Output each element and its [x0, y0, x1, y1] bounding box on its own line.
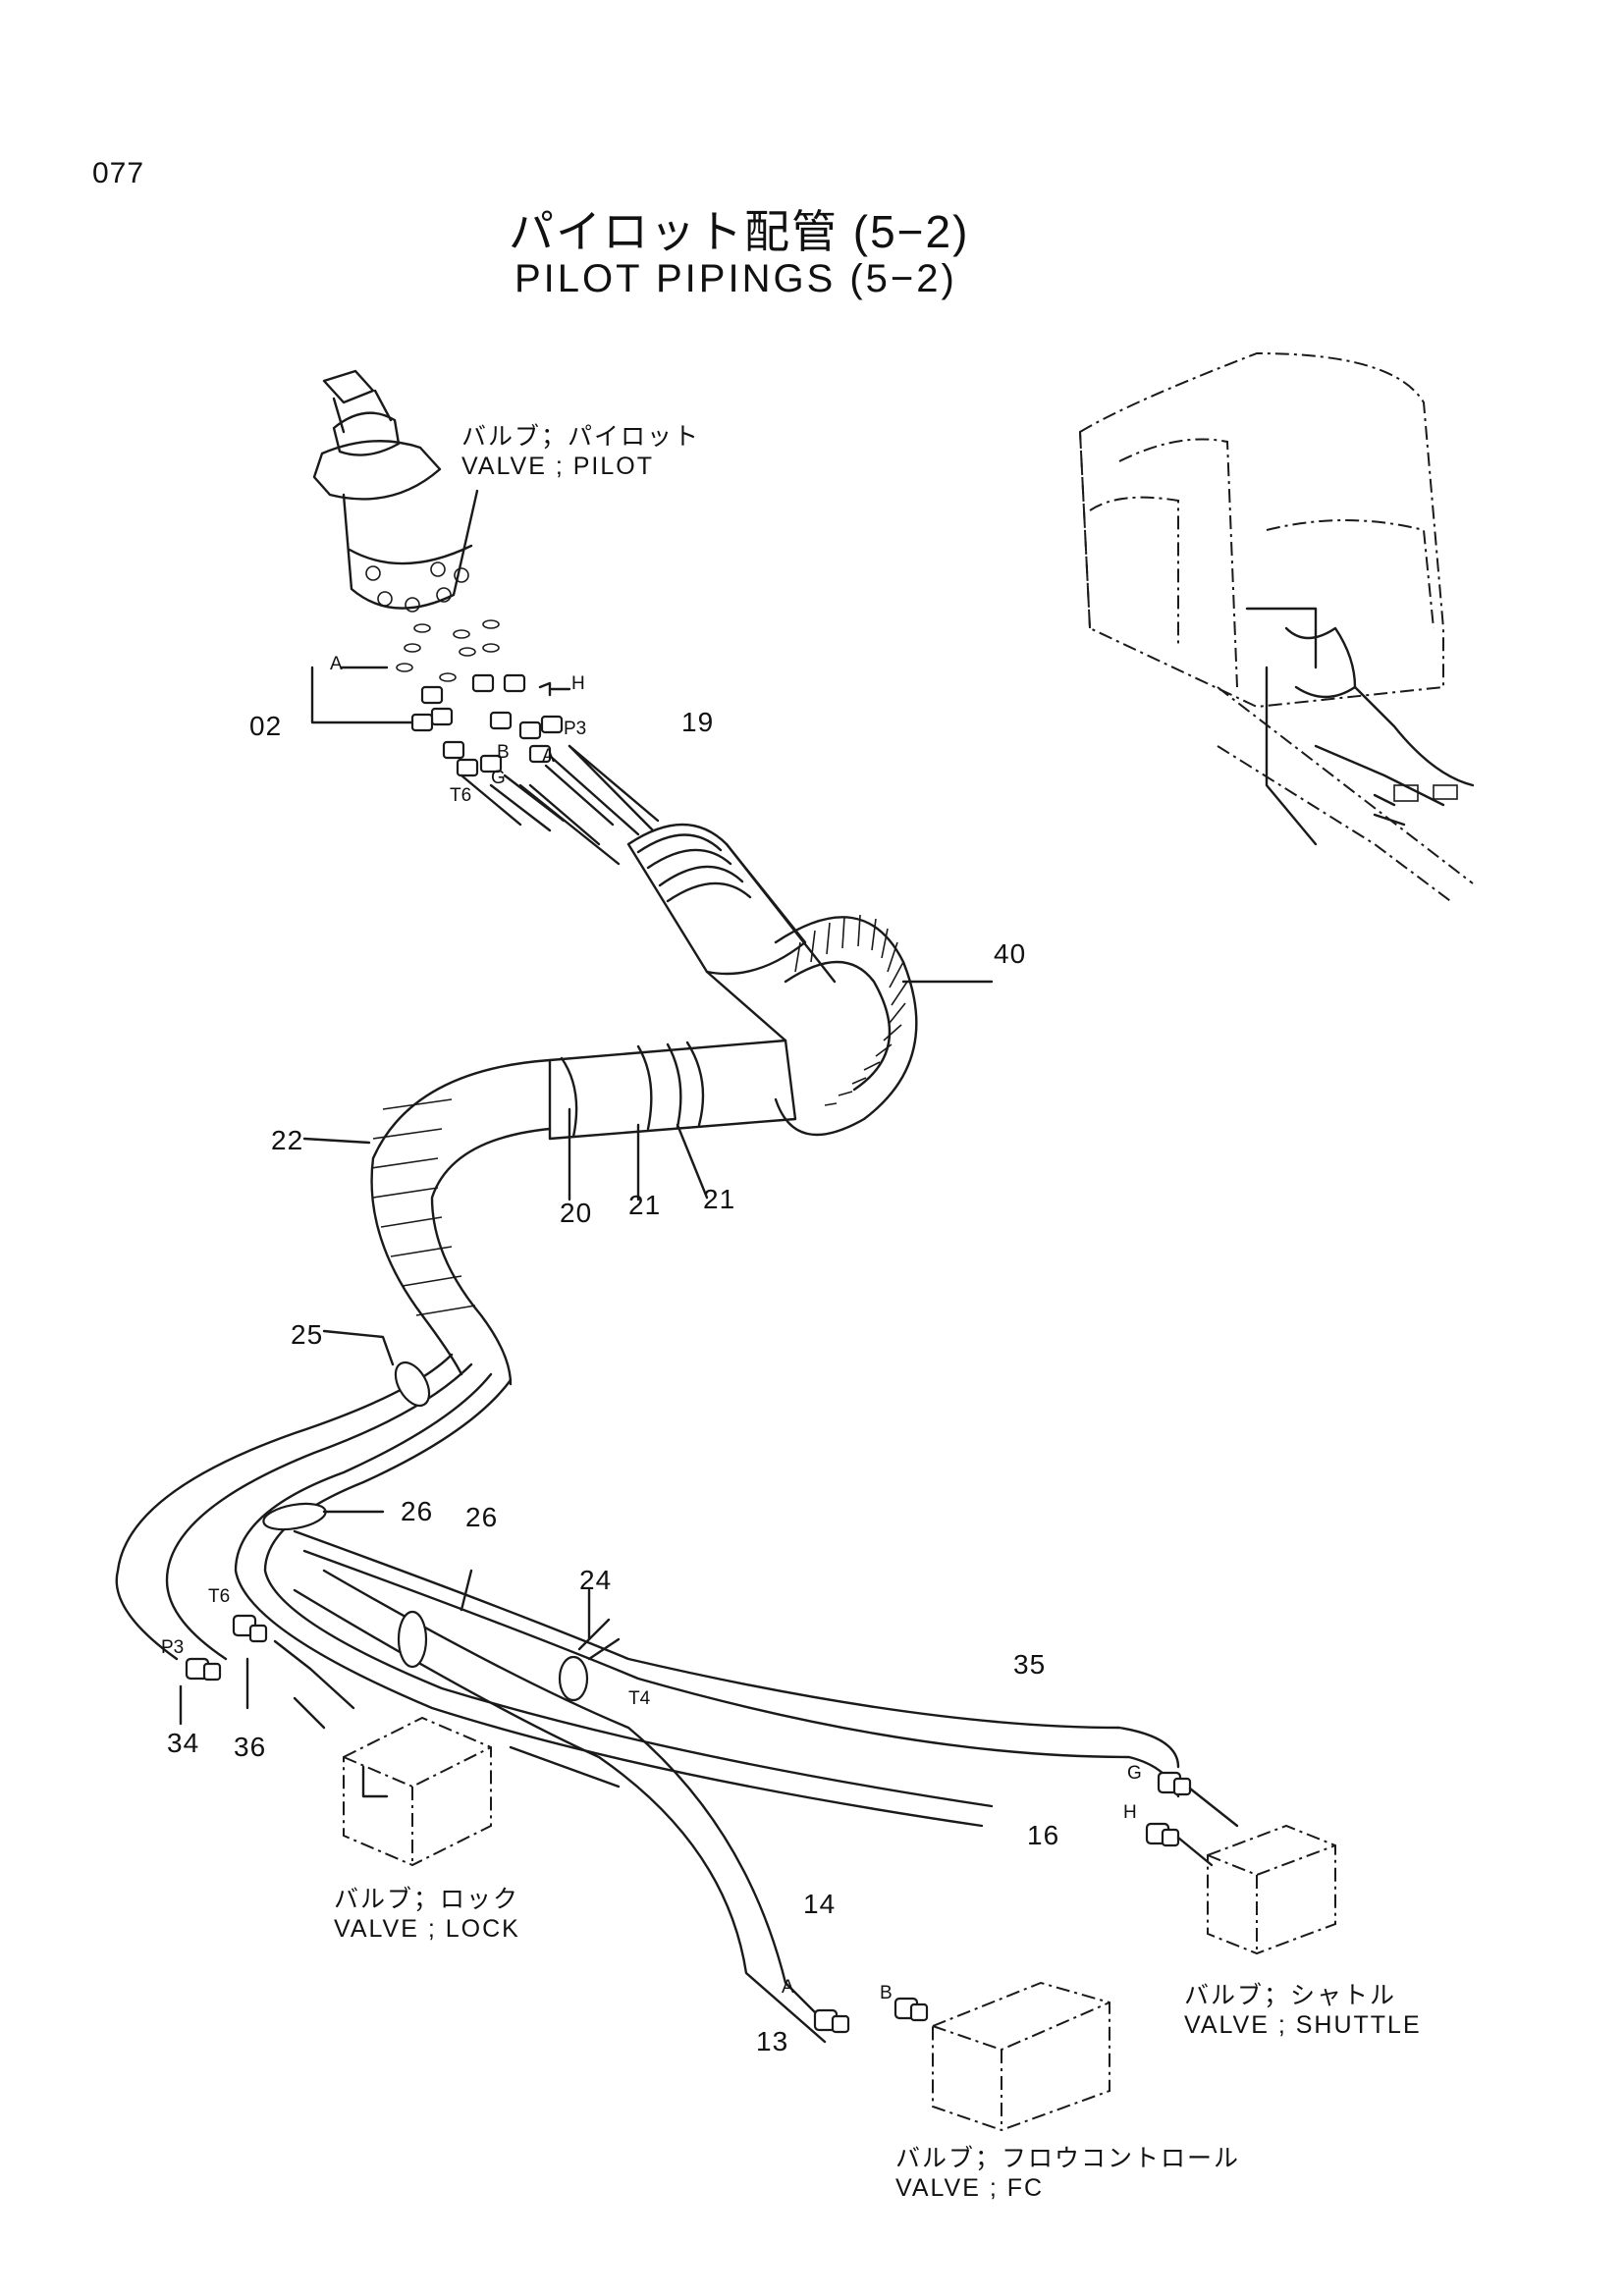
part-number-22: 22: [271, 1125, 304, 1155]
page-title-english: PILOT PIPINGS (5−2): [514, 257, 957, 300]
label-valve-pilot-ja: バルブ；パイロット: [461, 423, 701, 451]
port-label-b-top: B: [497, 742, 510, 763]
spiral-guard-22: [302, 1058, 552, 1386]
cab-inset: [1078, 351, 1475, 904]
part-number-26-b: 26: [465, 1502, 499, 1532]
label-valve-pilot-en: VALVE ; PILOT: [461, 453, 654, 480]
port-label-p3-top: P3: [564, 719, 587, 739]
page-number: 077: [92, 157, 145, 189]
port-label-g-top: G: [491, 768, 506, 788]
hose-bundle-upper: [460, 744, 660, 866]
part-number-20: 20: [560, 1198, 593, 1228]
part-number-21-b: 21: [703, 1184, 736, 1214]
label-valve-lock-en: VALVE ; LOCK: [334, 1915, 520, 1943]
pilot-valve-illustration: [312, 369, 500, 682]
part-number-19: 19: [681, 707, 715, 737]
port-label-a-top: A: [330, 654, 343, 674]
wrap-tube-19: [626, 823, 837, 1042]
lock-valve-box: [343, 1716, 492, 1867]
port-label-t6-low: T6: [208, 1586, 231, 1607]
shuttle-valve-box: [1145, 1771, 1336, 1955]
part-number-40: 40: [994, 938, 1027, 969]
label-valve-shuttle-en: VALVE ; SHUTTLE: [1184, 2011, 1422, 2039]
port-label-p3-low: P3: [161, 1637, 185, 1658]
label-valve-fc: バルブ；フロウコントロール VALVE ; FC: [895, 2144, 1240, 2203]
part-number-16: 16: [1027, 1820, 1060, 1850]
part-number-36: 36: [234, 1732, 267, 1762]
corrugated-tube-40: [774, 914, 994, 1137]
label-valve-fc-en: VALVE ; FC: [895, 2174, 1045, 2202]
part-number-35: 35: [1013, 1649, 1047, 1680]
part-number-21-a: 21: [628, 1190, 662, 1220]
part-number-02: 02: [249, 711, 283, 741]
port-label-t4: T4: [628, 1688, 651, 1709]
port-label-g-shuttle: G: [1127, 1763, 1142, 1784]
port-label-t6-top: T6: [450, 785, 472, 806]
label-valve-shuttle-ja: バルブ；シャトル: [1184, 1982, 1397, 2009]
label-valve-lock: バルブ；ロック VALVE ; LOCK: [334, 1885, 520, 1944]
part-number-13: 13: [756, 2026, 789, 2056]
port-label-a-fc: A: [782, 1977, 794, 1998]
part-number-14: 14: [803, 1889, 837, 1919]
port-label-h-shuttle: H: [1123, 1802, 1137, 1823]
port-label-h-top: H: [571, 673, 585, 694]
port-label-b-fc: B: [880, 1983, 893, 2003]
fittings-02: [310, 666, 571, 777]
part-number-24: 24: [579, 1565, 613, 1595]
clamps: [262, 1329, 621, 1702]
label-valve-lock-ja: バルブ；ロック: [334, 1886, 520, 1913]
page-title-japanese: パイロット配管 (5−2): [509, 206, 970, 257]
clamp-section-20-21: [548, 1039, 797, 1201]
part-number-26-a: 26: [401, 1496, 434, 1526]
label-valve-pilot: バルブ；パイロット VALVE ; PILOT: [461, 422, 700, 481]
fc-valve-box: [813, 1981, 1110, 2132]
part-number-34: 34: [167, 1728, 200, 1758]
label-valve-fc-ja: バルブ；フロウコントロール: [895, 2145, 1241, 2172]
hose-runs-lower: [115, 1353, 1180, 2044]
port-label-a-mid: A: [542, 746, 555, 767]
label-valve-shuttle: バルブ；シャトル VALVE ; SHUTTLE: [1184, 1981, 1422, 2040]
part-number-25: 25: [291, 1319, 324, 1350]
lock-connectors: [179, 1614, 355, 1730]
